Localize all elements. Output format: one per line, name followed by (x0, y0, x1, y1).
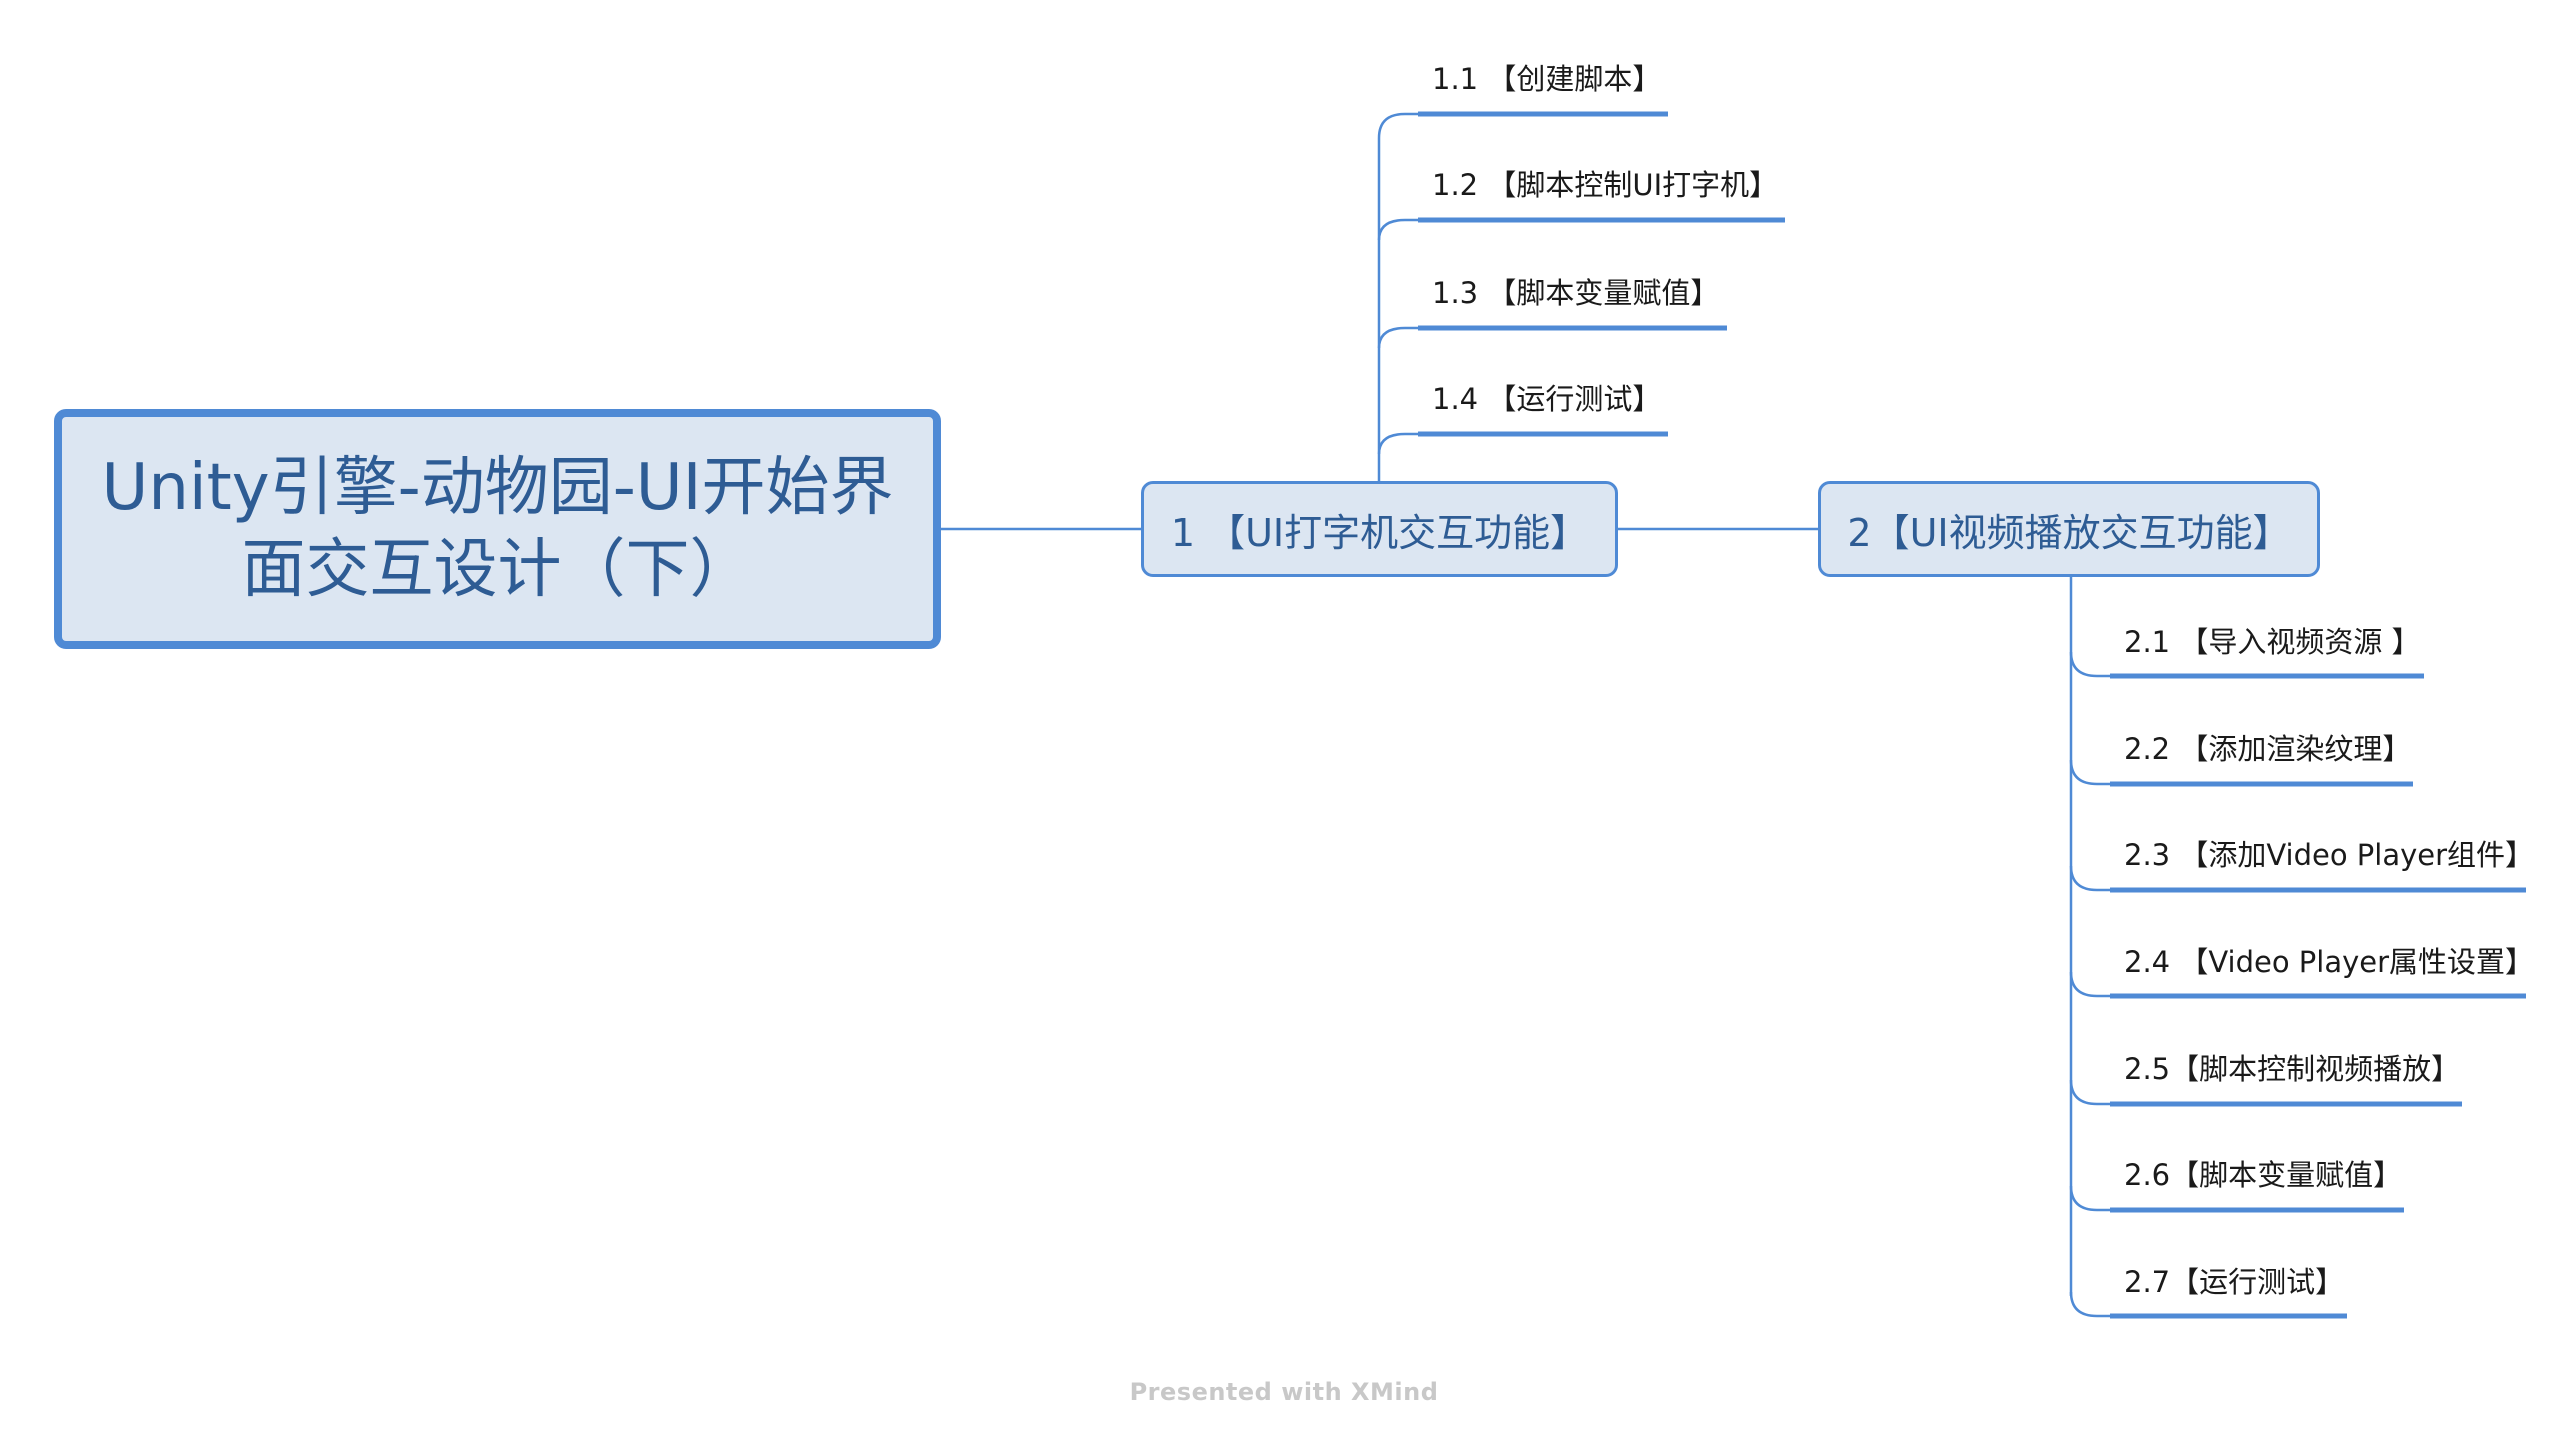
subtopic-2-5[interactable]: 2.5【脚本控制视频播放】 (2124, 1052, 2461, 1086)
connector-1-3 (1377, 326, 1420, 349)
subtopic-1-2[interactable]: 1.2 【脚本控制UI打字机】 (1432, 168, 1779, 202)
connector-1-1 (1377, 112, 1420, 139)
central-topic-line1: Unity引擎-动物园-UI开始界 (101, 451, 894, 525)
connector-2-5 (2069, 1079, 2112, 1106)
subtopic-1-1[interactable]: 1.1 【创建脚本】 (1432, 62, 1662, 96)
connector-1-2 (1377, 218, 1420, 241)
connector-2-4 (2069, 971, 2112, 998)
subtopic-2-6[interactable]: 2.6【脚本变量赋值】 (2124, 1158, 2403, 1192)
central-topic-line2: 面交互设计（下） (241, 533, 754, 607)
subtopic-2-2[interactable]: 2.2 【添加渲染纹理】 (2124, 732, 2412, 766)
connector-2-7 (2069, 1291, 2112, 1318)
main-topic-video-playback[interactable]: 2【UI视频播放交互功能】 (1818, 481, 2320, 577)
subtopic-1-4[interactable]: 1.4 【运行测试】 (1432, 382, 1662, 416)
subtopic-2-7[interactable]: 2.7【运行测试】 (2124, 1265, 2345, 1299)
subtopic-2-3[interactable]: 2.3 【添加Video Player组件】 (2124, 838, 2535, 872)
connector-2-1 (2069, 651, 2112, 678)
presented-with-footer: Presented with XMind (1129, 1378, 1439, 1406)
main-topic-typewriter[interactable]: 1 【UI打字机交互功能】 (1141, 481, 1618, 577)
central-topic[interactable]: Unity引擎-动物园-UI开始界 面交互设计（下） (54, 409, 941, 649)
subtopic-1-3[interactable]: 1.3 【脚本变量赋值】 (1432, 276, 1720, 310)
subtopic-2-4[interactable]: 2.4 【Video Player属性设置】 (2124, 945, 2535, 979)
connector-1-4 (1377, 432, 1420, 455)
connector-2-2 (2069, 759, 2112, 786)
connector-2-3 (2069, 865, 2112, 892)
subtopic-2-1[interactable]: 2.1 【导入视频资源 】 (2124, 625, 2421, 659)
connector-2-6 (2069, 1185, 2112, 1212)
